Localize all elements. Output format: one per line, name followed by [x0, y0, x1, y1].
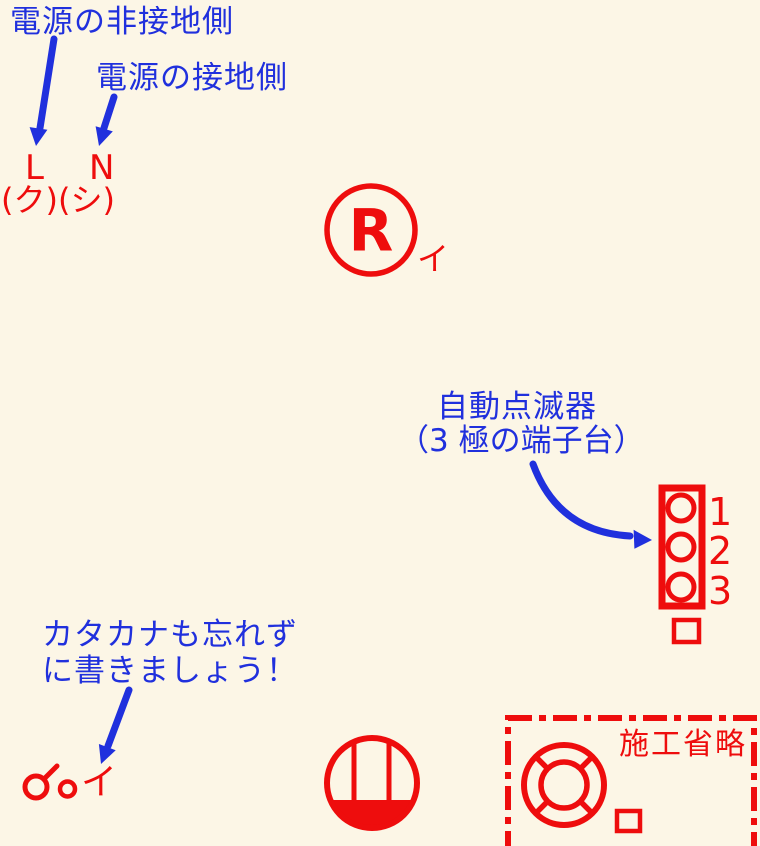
auto-flasher-label-line1: 自動点滅器	[437, 389, 597, 425]
arrow-icon	[29, 35, 58, 146]
terminal-block-box-marker	[671, 617, 702, 645]
ceiling-light-symbol	[324, 735, 420, 831]
terminal-2-label: 2	[708, 529, 733, 573]
lamp-letter: R	[348, 196, 394, 265]
terminal-1-label: 1	[708, 490, 733, 534]
dash-dot-omission-boundary	[505, 715, 757, 846]
arrow-icon	[95, 93, 118, 146]
omission-label: 施工省略	[619, 727, 747, 762]
switch-katakana-label: イ	[81, 762, 118, 803]
power-katakana-label: (ク)(シ)	[1, 181, 115, 219]
lamp-receptacle-ring-symbol	[521, 742, 607, 828]
arrow-icon	[98, 686, 133, 764]
neutral-terminal-label: N	[89, 148, 115, 188]
non-grounded-label: 電源の非接地側	[10, 4, 234, 40]
lamp-katakana-label: イ	[417, 240, 450, 278]
terminal-3-label: 3	[708, 569, 733, 613]
curved-arrow-icon	[529, 460, 652, 549]
single-pole-switch-symbol	[22, 763, 78, 801]
round-lamp-symbol	[324, 183, 418, 277]
three-pole-terminal-block-symbol	[658, 484, 706, 610]
omission-box-marker	[614, 808, 643, 834]
katakana-note-line2: に書きましょう！	[42, 653, 298, 689]
katakana-note-line1: カタカナも忘れず	[42, 617, 298, 653]
auto-flasher-label-line2: （3 極の端子台）	[398, 423, 645, 459]
live-terminal-label: L	[25, 148, 44, 188]
grounded-label: 電源の接地側	[96, 60, 288, 96]
